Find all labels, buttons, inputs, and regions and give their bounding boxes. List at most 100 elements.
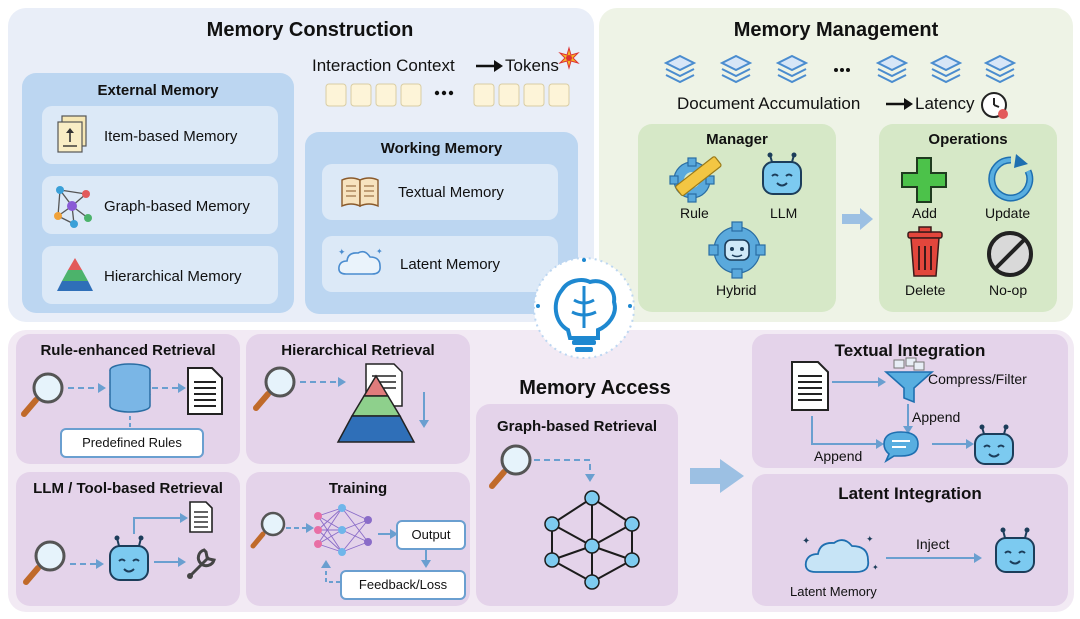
robot-icon (995, 527, 1035, 573)
arrow-right-icon (886, 98, 913, 110)
hybrid-label: Hybrid (716, 282, 757, 298)
arrow-right-icon (690, 459, 744, 493)
token-square (498, 83, 520, 107)
magnifier-icon (489, 444, 532, 489)
llm-label: LLM (770, 205, 798, 221)
layers-row (665, 55, 1015, 83)
graph-retrieval-box (476, 404, 678, 606)
book-icon (341, 177, 379, 208)
layers-icon (985, 55, 1015, 83)
robot-icon (974, 424, 1014, 465)
document-icon (187, 367, 223, 415)
svg-text:✦: ✦ (872, 563, 879, 572)
textual-flow-arrows (811, 377, 974, 449)
svg-text:✦: ✦ (338, 247, 346, 257)
inject-arrow (886, 553, 982, 563)
graph-node (624, 516, 640, 532)
rule-label: Rule (680, 205, 709, 221)
graph-node (584, 538, 600, 554)
arrow-right-icon (842, 208, 873, 230)
no-entry-icon (987, 231, 1033, 277)
item-memory-label: Item-based Memory (104, 128, 238, 145)
cloud-icon: ✦✦ (338, 247, 383, 275)
layers-icon (877, 55, 907, 83)
token-square (473, 83, 495, 107)
latent-integration-title: Latent Integration (838, 484, 982, 503)
svg-text:✦: ✦ (802, 536, 810, 547)
refresh-icon (988, 154, 1034, 202)
latency-label: Latency (915, 94, 975, 113)
noop-label: No-op (989, 282, 1028, 298)
latent-memory-label: Latent Memory (400, 256, 501, 273)
latent-memory-caption: Latent Memory (790, 584, 877, 599)
arrow-right-icon (476, 60, 503, 72)
brain-bulb-icon (533, 257, 635, 359)
graph-node (584, 490, 600, 506)
gear-robot-icon (708, 221, 766, 279)
neural-net-icon (314, 504, 372, 556)
update-label: Update (985, 205, 1031, 221)
magnifier-icon (21, 372, 64, 417)
plus-icon (901, 157, 947, 203)
textual-integration-title: Textual Integration (834, 341, 986, 360)
graph-retrieval-title: Graph-based Retrieval (496, 418, 658, 435)
magnifier-icon (253, 366, 296, 411)
graph-memory-label: Graph-based Memory (104, 198, 250, 215)
pyramid-document-icon (336, 363, 429, 443)
rule-retrieval-title: Rule-enhanced Retrieval (40, 342, 216, 359)
graph-network-icon (54, 186, 92, 228)
external-memory-title: External Memory (97, 82, 219, 99)
dashed-arrow (286, 523, 314, 533)
manager-title: Manager (706, 131, 768, 148)
document-icon (189, 501, 213, 533)
token-square (350, 83, 372, 107)
layers-icon (721, 55, 751, 83)
svg-text:✦: ✦ (376, 247, 383, 256)
document-icon (791, 361, 829, 411)
inject-label: Inject (916, 536, 950, 552)
doc-accumulation-label: Document Accumulation (677, 94, 861, 113)
magnifier-icon (23, 540, 66, 585)
add-label: Add (912, 205, 937, 221)
sparkle-icon (558, 46, 580, 70)
feedback-box: Feedback/Loss (340, 570, 466, 600)
token-square (325, 83, 347, 107)
chat-bubble-icon (883, 431, 919, 464)
graph-memory-pill (42, 176, 278, 234)
tokens-label: Tokens (505, 56, 559, 75)
layers-icon (777, 55, 807, 83)
compress-label: Compress/Filter (928, 371, 1027, 387)
construction-title: Memory Construction (206, 19, 414, 41)
operations-box (879, 124, 1057, 312)
wrench-icon (187, 548, 216, 579)
robot-icon (762, 152, 802, 195)
magnifier-icon (250, 511, 286, 549)
token-square (400, 83, 422, 107)
robot-icon (109, 535, 149, 581)
dashed-arrow (68, 383, 106, 393)
hierarchical-memory-label: Hierarchical Memory (104, 268, 242, 285)
graph-node (544, 552, 560, 568)
training-title: Training (328, 480, 388, 497)
graph-node (544, 516, 560, 532)
training-arrows (321, 529, 398, 583)
working-memory-title: Working Memory (380, 140, 503, 157)
database-icon (109, 363, 151, 413)
pyramid-icon (57, 258, 93, 291)
output-box: Output (396, 520, 466, 550)
graph-node (624, 552, 640, 568)
llm-retrieval-title: LLM / Tool-based Retrieval (33, 480, 223, 497)
append-label-2: Append (814, 448, 863, 464)
context-label: Interaction Context (312, 56, 455, 75)
operations-title: Operations (928, 131, 1008, 148)
dashed-arrow (70, 559, 104, 569)
manager-box (638, 124, 836, 312)
append-label-1: Append (912, 409, 961, 425)
gear-ruler-icon (669, 156, 722, 203)
funnel-icon (883, 357, 935, 404)
token-row (325, 83, 570, 107)
hier-retrieval-title: Hierarchical Retrieval (281, 342, 435, 359)
predefined-rules-box: Predefined Rules (60, 428, 204, 458)
dashed-arrow (300, 377, 346, 387)
layers-icon (665, 55, 695, 83)
